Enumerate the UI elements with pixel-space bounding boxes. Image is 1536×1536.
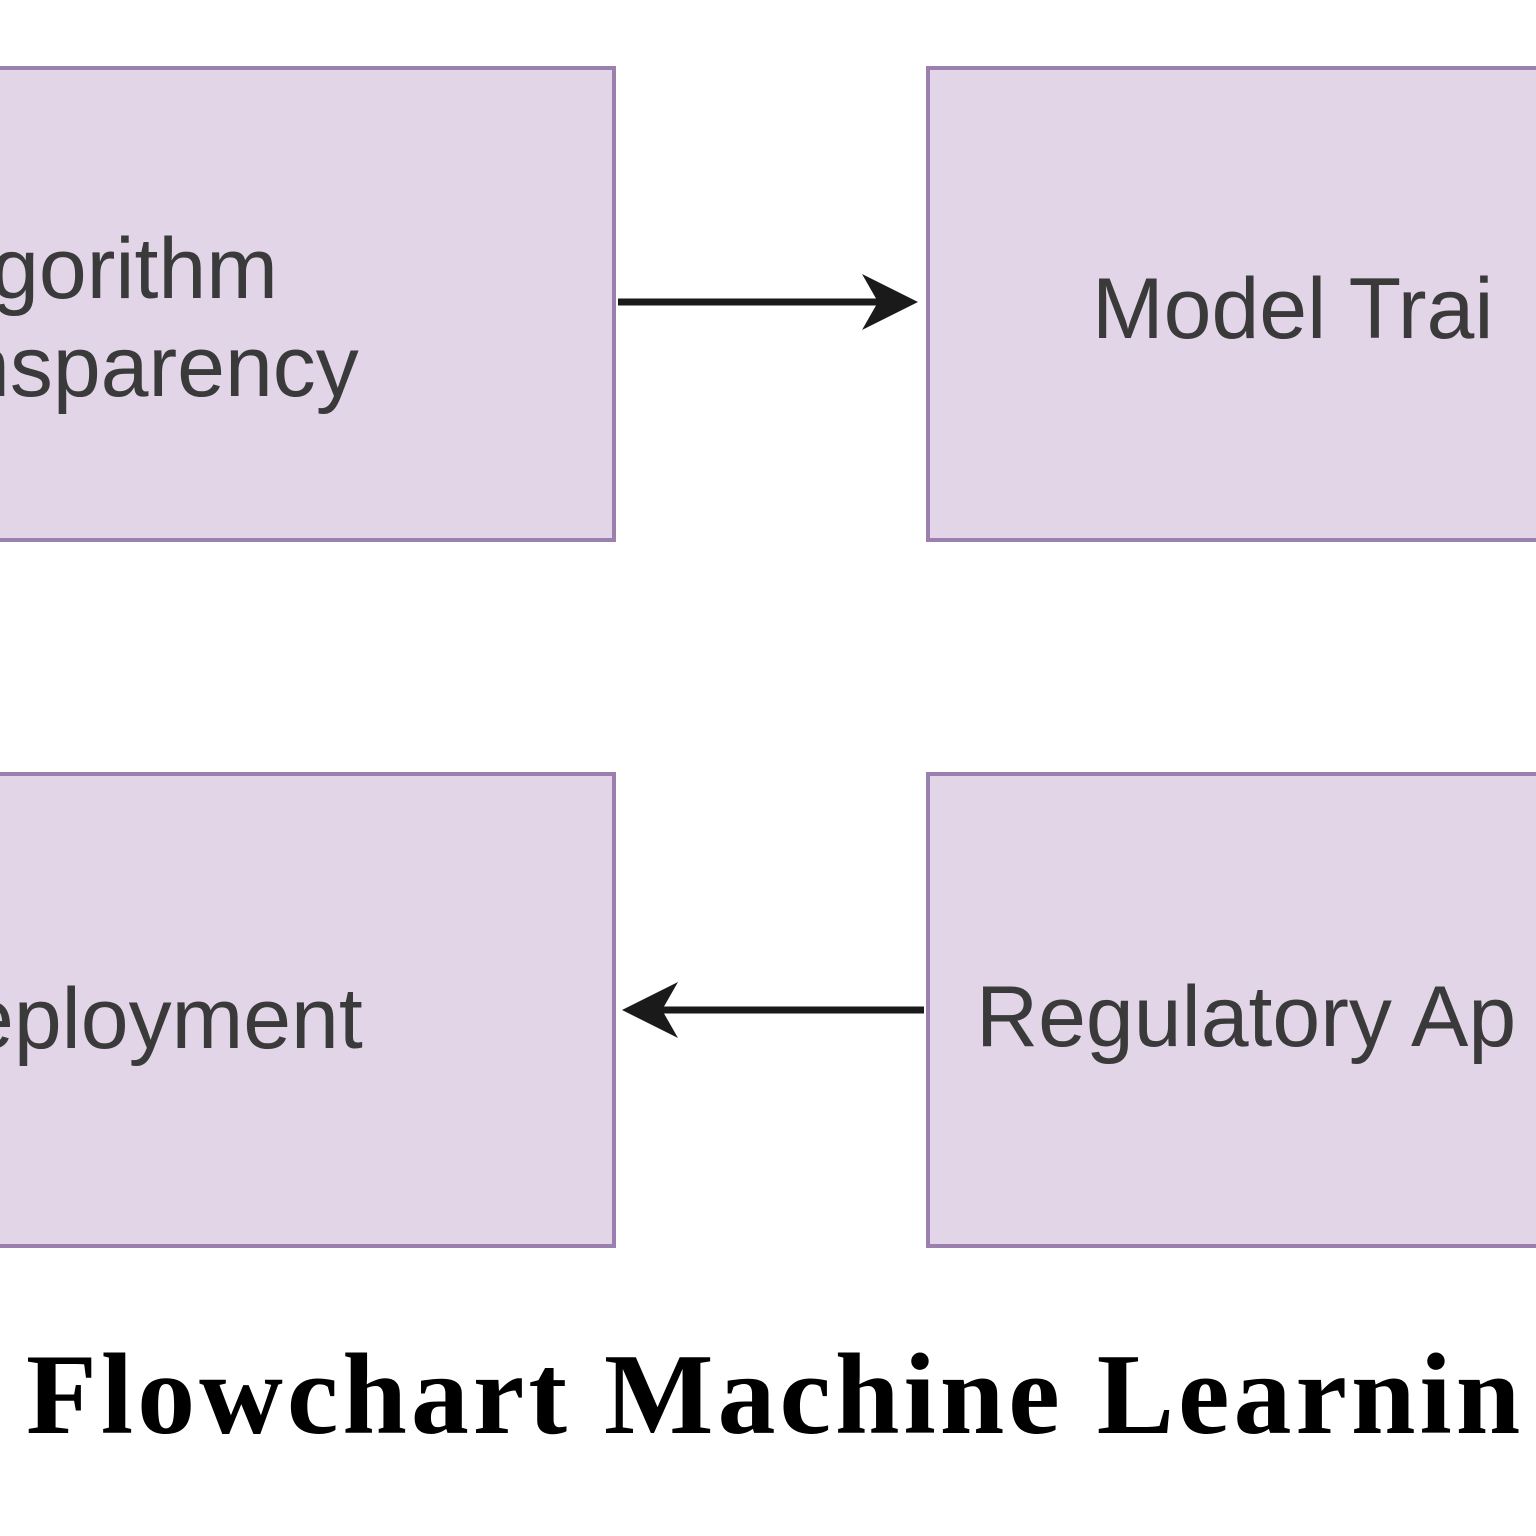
arrowhead-left-icon — [622, 982, 678, 1038]
node-label-line: Model Trai — [1092, 261, 1494, 357]
figure-caption: Flowchart Machine Learnin — [26, 1331, 1525, 1459]
node-algorithm-transparency: lgorithm nsparency — [0, 66, 616, 542]
node-label-line: Regulatory Ap — [976, 969, 1517, 1065]
edge-algorithm-to-model-training — [618, 274, 918, 330]
edge-regulatory-to-deployment — [622, 982, 924, 1038]
node-model-training: Model Trai — [926, 66, 1536, 542]
node-label-line: eployment — [0, 971, 363, 1067]
node-deployment: eployment — [0, 772, 616, 1248]
arrowhead-right-icon — [862, 274, 918, 330]
node-regulatory-approval: Regulatory Ap — [926, 772, 1536, 1248]
node-label-line: lgorithm — [0, 221, 278, 317]
node-label-line: nsparency — [0, 319, 359, 415]
